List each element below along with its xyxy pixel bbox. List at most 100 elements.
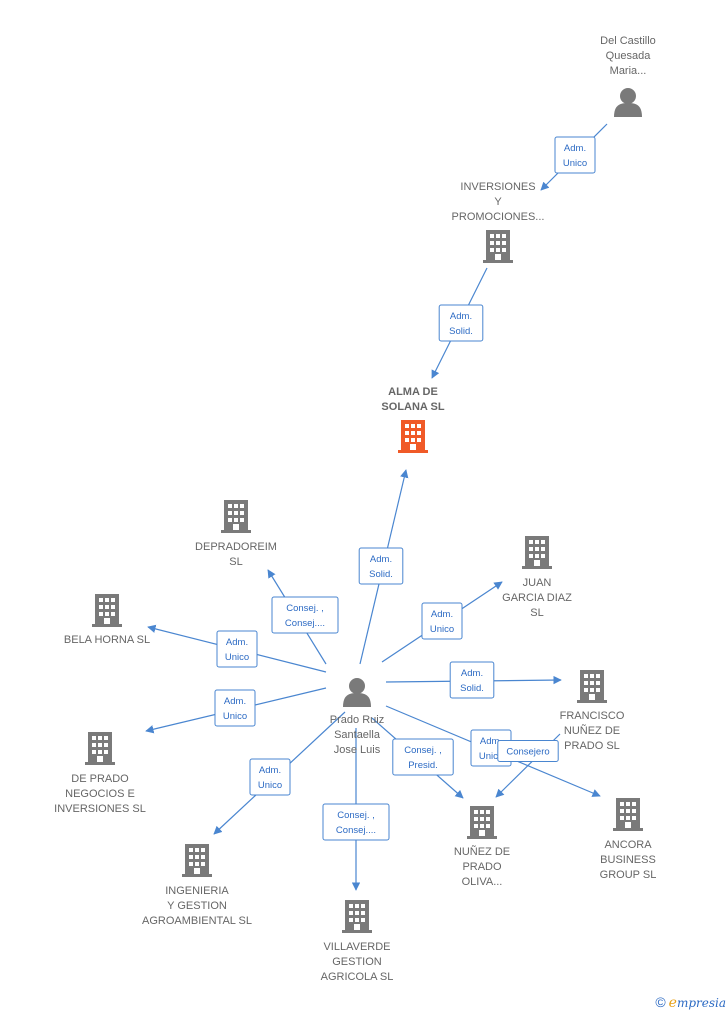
node-villaverde[interactable]: VILLAVERDE GESTION AGRICOLA SL [321, 900, 394, 983]
person-icon [343, 678, 371, 707]
building-icon [522, 536, 552, 569]
node-label: INVERSIONES SL [54, 803, 146, 815]
edge-label-text: Consej. , [337, 810, 375, 821]
brand-initial: e [668, 995, 677, 1011]
edge-label-francisco-nunez_oliva[interactable]: Consejero [497, 740, 559, 762]
building-icon [92, 594, 122, 627]
node-label: ANCORA [604, 839, 652, 851]
building-icon [221, 500, 251, 533]
node-depradoreim[interactable]: DEPRADOREIM SL [195, 500, 277, 568]
edge-label-text: Adm. [370, 554, 392, 565]
node-bela_horna[interactable]: BELA HORNA SL [64, 594, 150, 646]
edge-label-text: Consejero [506, 747, 549, 758]
edge-label-text: Consej. , [404, 745, 442, 756]
node-label: Jose Luis [334, 744, 381, 756]
node-label: GARCIA DIAZ [502, 592, 572, 604]
edge-label-prado_ruiz-juan_garcia[interactable]: Adm. Unico [421, 602, 463, 640]
edge-label-prado_ruiz-de_prado[interactable]: Adm.Unico [214, 689, 256, 727]
node-label: NUÑEZ DE [564, 724, 620, 737]
node-label: ALMA DE [388, 386, 438, 398]
node-label: INGENIERIA [165, 885, 229, 897]
edge-label-text: Adm. [226, 637, 248, 648]
node-label: INVERSIONES [460, 181, 535, 193]
node-label: Santaella [334, 729, 381, 741]
edge-label-prado_ruiz-depradoreim[interactable]: Consej. , Consej.... [271, 596, 339, 634]
edge-label-text: Adm. [461, 668, 483, 679]
node-label: Y [494, 196, 502, 208]
copyright-icon: © [655, 994, 666, 1010]
edge-label-text: Consej.... [336, 825, 376, 836]
edge-label-del_castillo-inversiones[interactable]: Adm. Unico [554, 136, 596, 174]
edge-label-text: Presid. [408, 760, 438, 771]
edge-label-inversiones-alma[interactable]: Adm.Solid. [438, 304, 484, 342]
node-label: VILLAVERDE [323, 941, 390, 953]
edge-label-text: Unico [430, 624, 454, 635]
edge-label-prado_ruiz-bela_horna[interactable]: Adm.Unico [216, 630, 258, 668]
node-label: AGROAMBIENTAL SL [142, 915, 252, 927]
edge-label-text: Solid. [460, 683, 484, 694]
edge-label-prado_ruiz-villaverde[interactable]: Consej. , Consej.... [322, 803, 390, 841]
node-label: Prado Ruiz [330, 714, 384, 726]
node-alma[interactable]: ALMA DE SOLANA SL [381, 386, 445, 453]
edge-label-text: Unico [479, 751, 503, 762]
edge-label-text: Adm. [259, 765, 281, 776]
node-label: PROMOCIONES... [452, 211, 545, 223]
building-icon [577, 670, 607, 703]
building-icon [342, 900, 372, 933]
edge-label-text: Consej. , [286, 603, 324, 614]
node-label: GESTION [332, 956, 382, 968]
node-ingenieria[interactable]: INGENIERIA Y GESTION AGROAMBIENTAL SL [142, 844, 252, 927]
building-icon [85, 732, 115, 765]
edge-label-text: Consej.... [285, 618, 325, 629]
edge-label-box [322, 803, 390, 841]
brand-name: mpresia [676, 996, 726, 1010]
edge-label-box [554, 136, 596, 174]
edge-label-text: Adm. [224, 696, 246, 707]
edge-label-text: Unico [258, 780, 282, 791]
node-label: AGRICOLA SL [321, 971, 394, 983]
node-del_castillo[interactable]: Del CastilloQuesadaMaria... [600, 35, 656, 117]
edge-label-box [392, 738, 454, 776]
edge-label-prado_ruiz-ingenieria[interactable]: Adm. Unico [249, 758, 291, 796]
node-label: NUÑEZ DE [454, 845, 510, 858]
node-inversiones[interactable]: INVERSIONES Y PROMOCIONES... [452, 181, 545, 263]
edge-label-text: Solid. [369, 569, 393, 580]
building-icon [182, 844, 212, 877]
node-label: Y GESTION [167, 900, 227, 912]
node-label: GROUP SL [600, 869, 657, 881]
edge-label-box [271, 596, 339, 634]
person-icon [614, 88, 642, 117]
edge-label-box [358, 547, 404, 585]
edge-label-text: Adm. [480, 736, 502, 747]
edge-label-box [421, 602, 463, 640]
node-nunez_oliva[interactable]: NUÑEZ DEPRADOOLIVA... [454, 806, 510, 888]
node-label: PRADO SL [564, 740, 620, 752]
building-icon [398, 420, 428, 453]
node-label: PRADO [462, 861, 502, 873]
node-label: SL [229, 556, 242, 568]
building-icon [467, 806, 497, 839]
node-ancora[interactable]: ANCORA BUSINESS GROUP SL [600, 798, 657, 881]
edge-label-text: Adm. [431, 609, 453, 620]
edge-label-box [249, 758, 291, 796]
node-label: DE PRADO [71, 773, 129, 785]
node-label: SOLANA SL [381, 401, 444, 413]
node-label: DEPRADOREIM [195, 541, 277, 553]
node-label: BELA HORNA SL [64, 634, 150, 646]
footer-brand[interactable]: ©empresia [655, 994, 726, 1011]
node-label: Del Castillo [600, 35, 656, 47]
edge-label-box [216, 630, 258, 668]
node-label: Maria... [610, 65, 647, 77]
edge-label-prado_ruiz-alma[interactable]: Adm. Solid. [358, 547, 404, 585]
edge-label-prado_ruiz-francisco[interactable]: Adm. Solid. [449, 661, 495, 699]
node-label: BUSINESS [600, 854, 656, 866]
building-icon [483, 230, 513, 263]
edge-label-prado_ruiz-nunez_oliva[interactable]: Consej. , Presid. [392, 738, 454, 776]
edge-label-text: Adm. [564, 143, 586, 154]
edge-label-text: Unico [563, 158, 587, 169]
